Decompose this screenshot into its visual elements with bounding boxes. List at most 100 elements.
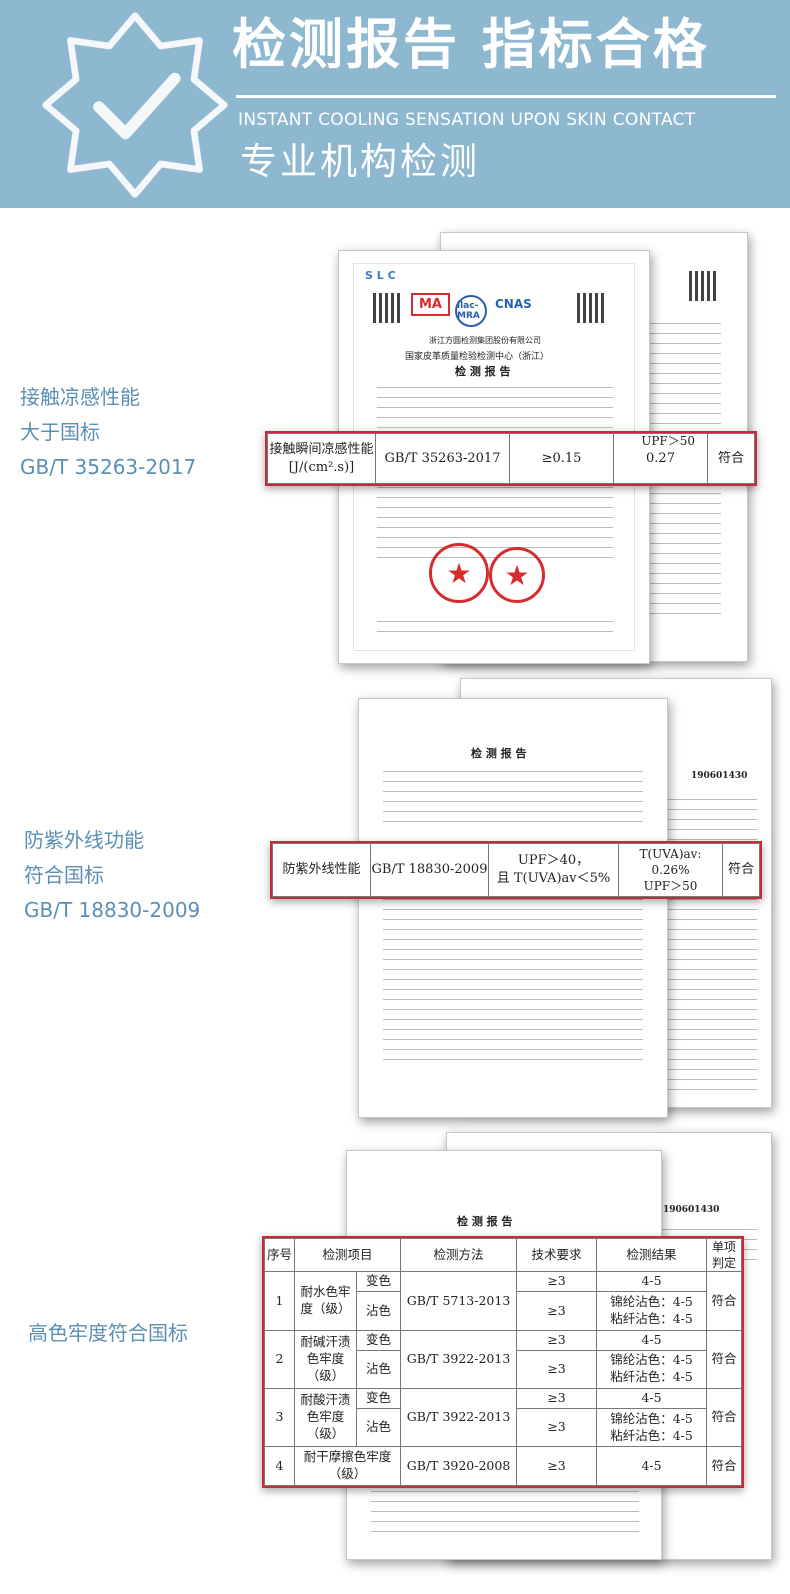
caption-cooling: 接触凉感性能 大于国标 GB/T 35263-2017 (20, 380, 196, 485)
cell-method: GB/T 35263-2017 (375, 433, 510, 484)
col-header: 检测项目 (293, 1237, 402, 1273)
table-row: 4 耐干摩擦色牢度（级） GB/T 3920-2008 ≥3 4-5 符合 (264, 1446, 742, 1486)
cnas-logo: CNAS (495, 297, 532, 311)
caption-line: GB/T 35263-2017 (20, 455, 197, 479)
cell-result: T(UVA)av: 0.26% UPF＞50 (618, 843, 723, 897)
col-header: 序号 (264, 1237, 295, 1273)
caption-line: 大于国标 (20, 420, 100, 444)
col-header: 检测方法 (400, 1237, 518, 1273)
ilac-mra-logo: ilac-MRA (455, 295, 487, 327)
cell-sub: 变色 (355, 1271, 402, 1293)
table-row: 1 耐水色牢度（级） 变色 GB/T 5713-2013 ≥3 4-5 符合 (264, 1271, 742, 1331)
requirement-line: 且 T(UVA)av＜5% (496, 871, 611, 886)
caption-line: 符合国标 (24, 863, 104, 887)
partial-upf-text: UPF＞50 (641, 434, 695, 448)
subtitle-english: INSTANT COOLING SENSATION UPON SKIN CONT… (238, 110, 696, 130)
cell-requirement: ≥3 (516, 1329, 598, 1351)
cell-method: GB/T 5713-2013 (400, 1271, 518, 1331)
qr-code-icon (577, 293, 607, 323)
report-number: 190601430 (691, 771, 748, 781)
page-title: 检测报告 指标合格 (232, 13, 710, 76)
qr-code-icon (689, 271, 719, 301)
cell-method: GB/T 3922-2013 (400, 1388, 518, 1448)
cell-result: 锦纶沾色：4-5 粘纤沾色：4-5 (596, 1291, 708, 1331)
cell-requirement: ≥3 (516, 1349, 598, 1390)
qr-code-icon (373, 293, 403, 323)
cell-sub: 沾色 (355, 1291, 402, 1331)
cell-requirement: ≥0.15 (509, 433, 614, 484)
cell-requirement: ≥3 (516, 1271, 598, 1293)
table-row: 3 耐酸汗渍色牢度（级） 变色 GB/T 3922-2013 ≥3 4-5 符合 (264, 1388, 742, 1448)
table-row: 沾色 ≥3 锦纶沾色：4-5 粘纤沾色：4-5 (265, 1349, 742, 1390)
caption-line: 防紫外线功能 (24, 828, 144, 852)
table-header-row: 序号 检测项目 检测方法 技术要求 检测结果 单项判定 (264, 1237, 742, 1273)
cell-item: 耐水色牢度（级） (294, 1271, 357, 1331)
cell-method: GB/T 3922-2013 (400, 1329, 518, 1390)
uv-row-table: 防紫外线性能 GB/T 18830-2009 UPF＞40， 且 T(UVA)a… (272, 843, 760, 897)
cell-verdict: 符合 (722, 843, 760, 897)
caption-line: GB/T 18830-2009 (24, 898, 201, 922)
colorfastness-table: 序号 检测项目 检测方法 技术要求 检测结果 单项判定 1 耐水色牢度（级） 变… (264, 1237, 742, 1486)
official-stamp-icon: ★ (429, 543, 489, 603)
cell-item: 防紫外线性能 (272, 843, 371, 897)
cell-result: 4-5 (596, 1446, 708, 1486)
cell-no: 4 (264, 1446, 295, 1486)
header-banner: 检测报告 指标合格 INSTANT COOLING SENSATION UPON… (0, 0, 790, 208)
cell-verdict: 符合 (706, 1388, 742, 1448)
cell-item: 耐酸汗渍色牢度（级） (294, 1388, 357, 1448)
caption-line: 接触凉感性能 (20, 385, 140, 409)
cell-sub: 沾色 (355, 1407, 402, 1448)
cell-result: 0.27 (613, 433, 708, 484)
col-header: 检测结果 (596, 1237, 708, 1273)
cell-item: 耐碱汗渍色牢度（级） (294, 1329, 357, 1390)
text-lines (371, 1491, 639, 1541)
text-lines (377, 387, 613, 437)
cell-result: 4-5 (596, 1388, 708, 1409)
cell-requirement: ≥3 (516, 1291, 598, 1331)
cell-result: 锦纶沾色：4-5 粘纤沾色：4-5 (596, 1349, 708, 1390)
caption-uv: 防紫外线功能 符合国标 GB/T 18830-2009 (24, 823, 200, 928)
report-org: 浙江方圆检测集团股份有限公司 (429, 336, 541, 345)
report-number: 190601430 (663, 1205, 720, 1215)
report-title: 检 测 报 告 (457, 1215, 513, 1228)
text-lines (377, 621, 613, 641)
text-lines (383, 771, 643, 831)
requirement-line: UPF＞40， (517, 853, 590, 869)
cell-result: 4-5 (596, 1271, 708, 1293)
result-line: T(UVA)av: (639, 846, 702, 861)
cell-requirement: UPF＞40， 且 T(UVA)av＜5% (488, 843, 619, 897)
caption-line: 高色牢度符合国标 (28, 1321, 188, 1345)
text-lines (377, 487, 613, 567)
cell-verdict: 符合 (706, 1446, 742, 1486)
cell-sub: 变色 (355, 1388, 402, 1409)
cell-requirement: ≥3 (516, 1388, 598, 1409)
cell-verdict: 符合 (706, 1271, 742, 1331)
cell-result: 锦纶沾色：4-5 粘纤沾色：4-5 (596, 1407, 708, 1448)
report-front-page: 检 测 报 告 (358, 698, 668, 1118)
cell-method: GB/T 18830-2009 (370, 843, 489, 897)
cell-result: 4-5 (596, 1329, 708, 1351)
cell-requirement: ≥3 (516, 1407, 598, 1448)
highlight-cooling-row: UPF＞50 接触瞬间凉感性能[J/(cm².s)] GB/T 35263-20… (265, 431, 757, 486)
report-title: 检 测 报 告 (455, 365, 511, 378)
cell-no: 2 (264, 1329, 295, 1390)
table-row: 沾色 ≥3 锦纶沾色：4-5 粘纤沾色：4-5 (265, 1407, 742, 1448)
cooling-row-table: 接触瞬间凉感性能[J/(cm².s)] GB/T 35263-2017 ≥0.1… (267, 433, 755, 484)
cell-sub: 变色 (355, 1329, 402, 1351)
report-title: 检 测 报 告 (471, 747, 527, 760)
cell-requirement: ≥3 (516, 1446, 598, 1486)
cell-item: 接触瞬间凉感性能[J/(cm².s)] (267, 433, 376, 484)
title-divider (236, 95, 776, 98)
slc-logo-icon: S L C (365, 269, 396, 282)
col-header: 单项判定 (706, 1237, 742, 1273)
col-header: 技术要求 (516, 1237, 598, 1273)
ma-logo: MA (411, 293, 450, 316)
cell-no: 1 (264, 1271, 295, 1331)
text-lines (383, 899, 643, 1069)
subtitle-chinese: 专业机构检测 (240, 140, 480, 183)
cell-verdict: 符合 (707, 433, 755, 484)
check-badge-icon (42, 12, 228, 198)
cell-verdict: 符合 (706, 1329, 742, 1390)
cell-item: 耐干摩擦色牢度（级） (293, 1446, 402, 1486)
table-row: 2 耐碱汗渍色牢度（级） 变色 GB/T 3922-2013 ≥3 4-5 符合 (264, 1329, 742, 1390)
